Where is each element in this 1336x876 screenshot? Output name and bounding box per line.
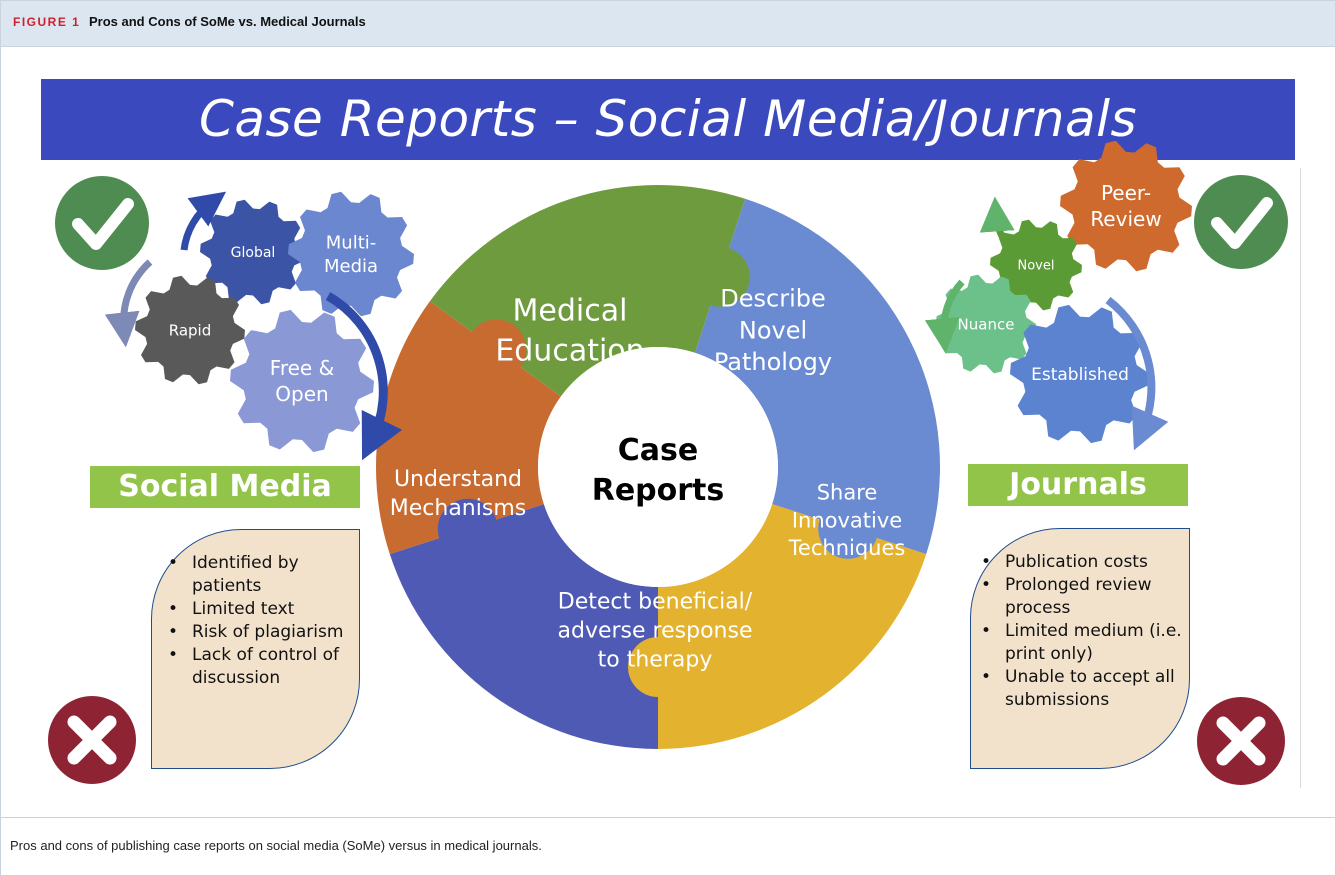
gear-label: Global [231, 245, 276, 261]
puzzle-knob [689, 246, 750, 307]
gear-nuance [936, 274, 1036, 374]
gear-label: Established [1031, 365, 1129, 385]
puzzle-knob [466, 319, 527, 380]
puzzle-knob [628, 637, 688, 697]
gear-label: Multi- [326, 233, 377, 254]
banner: Case Reports – Social Media/Journals [41, 79, 1295, 160]
segment-label: Share [817, 481, 878, 505]
center-hub [538, 347, 778, 587]
figure-title: Pros and Cons of SoMe vs. Medical Journa… [89, 14, 366, 29]
center-label-line1: Case [618, 433, 698, 468]
curved-arrow-icon [1105, 296, 1169, 451]
gear-label: Peer- [1101, 181, 1151, 205]
cross-icon [1197, 697, 1285, 785]
segment-label: Understand [394, 467, 522, 492]
check-icon [55, 176, 149, 270]
journals-cons-box: Publication costs Prolonged review proce… [970, 528, 1190, 769]
gear-free-open [230, 309, 374, 453]
social-media-cons-list: Identified by patients Limited text Risk… [162, 552, 353, 690]
check-icon [1194, 175, 1288, 269]
gear-label: Nuance [958, 315, 1015, 333]
gear-novel [990, 219, 1082, 311]
banner-title: Case Reports – Social Media/Journals [198, 90, 1138, 148]
figure-caption: Pros and cons of publishing case reports… [10, 838, 542, 853]
curved-arrow-icon [180, 191, 227, 251]
center-label-line2: Reports [592, 473, 725, 508]
gear-peer-review [1060, 140, 1192, 272]
segment-label: Medical [513, 294, 628, 329]
list-item: Limited text [162, 598, 353, 621]
list-item: Unable to accept all submissions [975, 666, 1183, 712]
list-item: Publication costs [975, 551, 1183, 574]
segment-label: Novel [739, 316, 807, 344]
segment-label: Detect beneficial/ [558, 590, 753, 615]
segment-describe-novel-pathology [695, 198, 940, 555]
gear-label: Media [324, 256, 378, 277]
puzzle-knob [818, 498, 879, 559]
gear-label: Free & [270, 356, 334, 380]
list-item: Risk of plagiarism [162, 621, 353, 644]
gear-global [200, 199, 306, 305]
segment-label: to therapy [598, 648, 713, 673]
curved-arrow-icon [104, 259, 153, 348]
curved-arrow-icon [979, 196, 1023, 261]
curved-arrow-icon [325, 292, 403, 461]
segment-detect-response [389, 504, 658, 749]
segment-label: Pathology [714, 348, 832, 376]
social-media-label: Social Media [90, 466, 360, 508]
segment-share-innovative-techniques [658, 504, 927, 749]
figure-label: FIGURE 1 [13, 15, 81, 29]
gear-multi-media [288, 191, 414, 317]
journals-cons-list: Publication costs Prolonged review proce… [975, 551, 1183, 712]
social-media-cons-box: Identified by patients Limited text Risk… [151, 529, 360, 769]
segment-label: Innovative [792, 508, 902, 532]
segment-label: Techniques [788, 536, 906, 560]
curved-arrow-icon [924, 279, 965, 354]
segment-label: Describe [720, 285, 825, 313]
puzzle-knob [437, 498, 498, 559]
cross-icon [48, 696, 136, 784]
gear-label: Novel [1018, 259, 1055, 274]
segment-label: adverse response [558, 619, 753, 644]
case-reports-wheel: MedicalEducationDescribeNovelPathologySh… [375, 185, 940, 749]
divider [1300, 168, 1301, 788]
gear-label: Rapid [169, 321, 212, 339]
gear-established [1010, 304, 1150, 444]
caption-divider [1, 817, 1335, 818]
list-item: Prolonged review process [975, 574, 1183, 620]
journals-label: Journals [968, 464, 1188, 506]
figure-header: FIGURE 1 Pros and Cons of SoMe vs. Medic… [1, 1, 1335, 47]
list-item: Limited medium (i.e. print only) [975, 620, 1183, 666]
gear-label: Open [275, 382, 328, 406]
gear-rapid [135, 275, 245, 385]
list-item: Lack of control of discussion [162, 644, 353, 690]
segment-label: Mechanisms [390, 496, 526, 521]
gear-label: Review [1090, 207, 1161, 231]
list-item: Identified by patients [162, 552, 353, 598]
